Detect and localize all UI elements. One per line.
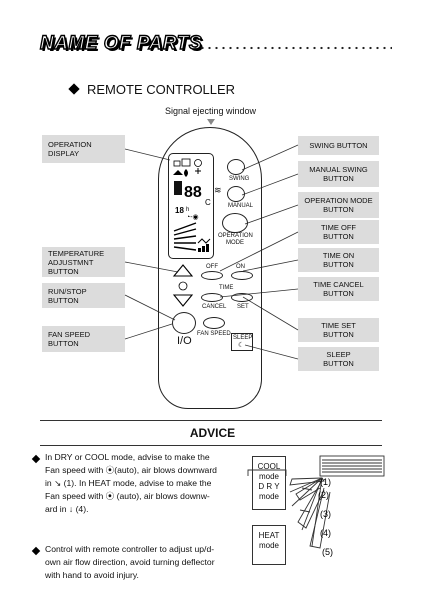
time-set-button[interactable] bbox=[231, 293, 253, 302]
airflow-icon: ≋ bbox=[214, 185, 222, 195]
operation-mode-button[interactable] bbox=[222, 213, 248, 233]
operation-mode-text1: OPERATION bbox=[218, 233, 253, 239]
label-sleep: SLEEP BUTTON bbox=[298, 347, 379, 371]
operation-mode-text2: MODE bbox=[226, 240, 244, 246]
cool-dry-mode-box: COOL mode D R Y mode bbox=[252, 456, 286, 510]
label-time-cancel: TIME CANCEL BUTTON bbox=[298, 277, 379, 301]
advice-line: own air flow direction, avoid turning de… bbox=[45, 557, 215, 567]
temp-down-button[interactable] bbox=[172, 294, 194, 307]
power-text: I/O bbox=[177, 335, 192, 347]
label-operation-display: OPERATION DISPLAY bbox=[42, 135, 125, 163]
advice-paragraph-1: In DRY or COOL mode, advise to make the … bbox=[45, 451, 235, 516]
airflow-diagram: (1) (2) (3) (4) (5) bbox=[247, 455, 385, 557]
advice-top-rule bbox=[40, 420, 382, 421]
label-run-stop: RUN/STOP BUTTON bbox=[42, 283, 125, 308]
sleep-button[interactable] bbox=[231, 333, 253, 351]
time-off-button[interactable] bbox=[201, 271, 223, 280]
label-time-off: TIME OFF BUTTON bbox=[298, 220, 379, 244]
lcd-unit: C bbox=[205, 198, 211, 207]
swing-button[interactable] bbox=[227, 159, 245, 175]
title-dotted-rule bbox=[192, 46, 392, 50]
position-1: (1) bbox=[320, 477, 331, 487]
position-3: (3) bbox=[320, 509, 331, 519]
position-2: (2) bbox=[318, 490, 329, 500]
advice-line: in ↘ (1). In HEAT mode, advise to make t… bbox=[45, 478, 212, 488]
fan-speed-text: FAN SPEED bbox=[197, 331, 231, 337]
position-4: (4) bbox=[320, 528, 331, 538]
label-fan-speed: FAN SPEED BUTTON bbox=[42, 326, 125, 352]
set-text: SET bbox=[237, 304, 249, 310]
advice-line: with hand to avoid injury. bbox=[45, 570, 139, 580]
label-manual-swing: MANUAL SWING BUTTON bbox=[298, 161, 379, 187]
time-cancel-button[interactable] bbox=[201, 293, 223, 302]
off-text: OFF bbox=[206, 264, 218, 270]
dry-mode-text: D R Y mode bbox=[258, 482, 280, 501]
advice-title: ADVICE bbox=[189, 426, 236, 440]
fan-speed-button[interactable] bbox=[203, 317, 225, 329]
lcd-segments: 88 C 18 h ◔-◉ bbox=[173, 158, 211, 252]
page-title: NAME OF PARTS bbox=[39, 32, 203, 54]
svg-text:◔-◉: ◔-◉ bbox=[186, 214, 199, 221]
on-text: ON bbox=[236, 264, 245, 270]
lcd-display bbox=[168, 153, 214, 259]
advice-line: Control with remote controller to adjust… bbox=[45, 544, 215, 554]
advice-line: Fan speed with ⦿ (auto), air blows downw… bbox=[45, 491, 210, 501]
lcd-hours: 18 bbox=[175, 206, 184, 215]
time-on-button[interactable] bbox=[231, 271, 253, 280]
label-swing: SWING BUTTON bbox=[298, 136, 379, 155]
advice-paragraph-2: Control with remote controller to adjust… bbox=[45, 543, 235, 582]
remote-body bbox=[158, 127, 262, 409]
sleep-icon: ☾ bbox=[238, 342, 245, 349]
advice-line: ard in ↓ (4). bbox=[45, 504, 89, 514]
time-text: TIME bbox=[219, 285, 234, 291]
section-title: REMOTE CONTROLLER bbox=[87, 82, 236, 97]
lcd-h: h bbox=[186, 207, 189, 213]
label-time-on: TIME ON BUTTON bbox=[298, 248, 379, 272]
advice-line: In DRY or COOL mode, advise to make the bbox=[45, 452, 210, 462]
temp-up-button[interactable] bbox=[172, 264, 194, 277]
section-heading: REMOTE CONTROLLER bbox=[68, 82, 236, 97]
advice-line: Fan speed with ⦿(auto), air blows downwa… bbox=[45, 465, 217, 475]
label-time-set: TIME SET BUTTON bbox=[298, 318, 379, 342]
run-stop-button[interactable] bbox=[172, 312, 196, 334]
temperature-buttons bbox=[172, 264, 194, 307]
manual-text: MANUAL bbox=[228, 203, 254, 209]
heat-mode-box: HEAT mode bbox=[252, 525, 286, 565]
label-operation-mode: OPERATION MODE BUTTON bbox=[298, 192, 379, 218]
label-temperature-adjustment: TEMPERATURE ADJUSTMNT BUTTON bbox=[42, 247, 125, 277]
signal-window-label: Signal ejecting window bbox=[165, 106, 257, 116]
advice-bottom-rule bbox=[40, 445, 382, 446]
cool-mode-text: COOL mode bbox=[257, 462, 281, 481]
lcd-temp: 88 bbox=[184, 184, 202, 201]
thermometer-icon bbox=[178, 281, 188, 291]
signal-arrow-icon bbox=[207, 119, 215, 125]
sleep-text: SLEEP bbox=[233, 335, 253, 341]
manual-swing-button[interactable] bbox=[227, 186, 245, 202]
cancel-text: CANCEL bbox=[202, 304, 227, 310]
position-5: (5) bbox=[322, 547, 333, 557]
swing-text: SWING bbox=[229, 176, 250, 182]
